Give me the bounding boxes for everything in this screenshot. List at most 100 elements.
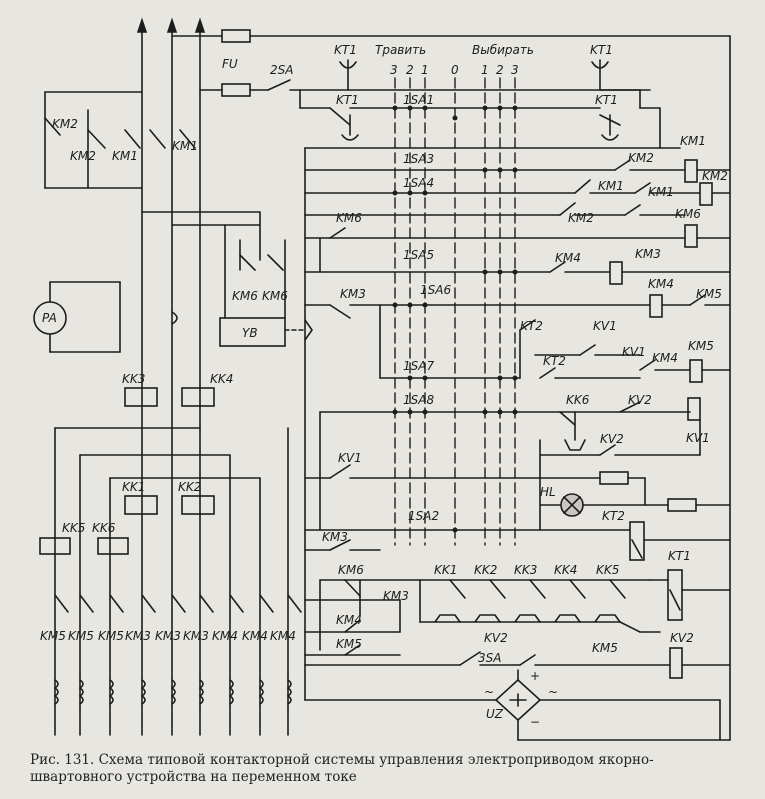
coil-km6: [684, 224, 698, 248]
position-label: 1: [481, 63, 489, 77]
kt2-top-label: KT2: [520, 319, 543, 333]
brake-label: YB: [242, 326, 258, 340]
km6a-label: KM6: [232, 289, 258, 303]
timer-kt1-label-right: KT1: [590, 43, 613, 57]
kv2-row-label: KV2: [484, 631, 508, 645]
km1b-label: KM1: [172, 139, 198, 153]
kv1-contact-label-2: KV1: [622, 345, 646, 359]
kk2-label: KK2: [178, 480, 201, 494]
kk5-label: KK5: [62, 521, 85, 535]
sa3-switch-label: 3SA: [478, 651, 501, 665]
kt2-contact-label: KT2: [543, 354, 566, 368]
motor-contact-label: KM3: [155, 629, 181, 643]
timer-kt1-label-left: KT1: [334, 43, 357, 57]
coil-kv1: [687, 397, 701, 421]
plus-label: +: [530, 669, 540, 683]
kt1-contact-label: KT1: [336, 93, 359, 107]
overload-contact-label: KK2: [474, 563, 497, 577]
overload-contact-label: KK4: [554, 563, 577, 577]
hl-label: HL: [540, 485, 556, 499]
kk1-label: KK1: [122, 480, 145, 494]
km6-row-label: KM6: [338, 563, 364, 577]
km4-contact-label: KM4: [555, 251, 581, 265]
km3-coil-label: KM3: [635, 247, 661, 261]
position-label: 2: [496, 63, 504, 77]
motor-contact-label: KM3: [125, 629, 151, 643]
position-label: 1: [421, 63, 429, 77]
overload-kk4: [181, 387, 215, 407]
motor-contact-label: KM5: [40, 629, 66, 643]
coil-km1: [684, 159, 698, 183]
position-label: 2: [406, 63, 414, 77]
kv1-coil-label: KV1: [686, 431, 710, 445]
motor-contact-label: KM4: [212, 629, 238, 643]
km3-contact-label: KM3: [340, 287, 366, 301]
km4-row-label: KM4: [336, 613, 362, 627]
motor-contact-label: KM3: [183, 629, 209, 643]
kv2-coil-label: KV2: [670, 631, 694, 645]
fuse-top: [221, 29, 251, 43]
km5-contact-label: KM5: [696, 287, 722, 301]
kk3-label: KK3: [122, 372, 145, 386]
switch-2sa-label: 2SA: [270, 63, 293, 77]
kk4-label: KK4: [210, 372, 233, 386]
overload-kk3: [124, 387, 158, 407]
km1-contact-label: KM1: [598, 179, 624, 193]
sa4-label: 1SA4: [403, 176, 434, 190]
sa3-label: 1SA3: [403, 152, 434, 166]
ammeter-label: PA: [42, 311, 57, 325]
km2-coil-label: KM2: [702, 169, 728, 183]
km1-coil-label: KM1: [680, 134, 706, 148]
km6b-label: KM6: [262, 289, 288, 303]
fuse-bottom: [221, 83, 251, 97]
labels: FU 2SA KT1 KT1 Травить Выбирать 3 2 1 0 …: [40, 43, 728, 729]
coil-km3: [609, 261, 623, 285]
motor-contact-label: KM4: [242, 629, 268, 643]
sa2-label: 1SA2: [408, 509, 439, 523]
kv1-contact-label: KV1: [593, 319, 617, 333]
km5-row-label: KM5: [336, 637, 362, 651]
figure-caption: Рис. 131. Схема типовой контакторной сис…: [30, 752, 654, 785]
controller-contact-dots: [392, 105, 518, 533]
motor-contact-label: KM5: [68, 629, 94, 643]
sa7-label: 1SA7: [403, 359, 434, 373]
brake-yb: [219, 317, 286, 347]
motor-contact-label: KM5: [98, 629, 124, 643]
sa8-label: 1SA8: [403, 393, 434, 407]
km2-label: KM2: [70, 149, 96, 163]
kv2-contact-label-2: KV2: [600, 432, 624, 446]
overload-kk6: [97, 537, 129, 555]
km5-bottom-label: KM5: [592, 641, 618, 655]
kt2-coil-label: KT2: [602, 509, 625, 523]
coil-km2: [699, 182, 713, 206]
resistor-bottom: [667, 498, 697, 512]
overload-contact-label: KK1: [434, 563, 457, 577]
motor-contact-label: KM4: [270, 629, 296, 643]
resistor-top: [599, 471, 629, 485]
kt1-coil-label: KT1: [668, 549, 691, 563]
coil-km5: [689, 359, 703, 383]
km2-contact-label-2: KM2: [568, 211, 594, 225]
km4-coil-label: KM4: [648, 277, 674, 291]
position-label: 0: [451, 63, 459, 77]
kt1-contact-label-right: KT1: [595, 93, 618, 107]
minus-label: −: [530, 715, 540, 729]
tilde-left: ~: [484, 685, 494, 699]
km3-row2-label: KM3: [383, 589, 409, 603]
position-label: 3: [511, 63, 519, 77]
hoist-out-label: Травить: [375, 43, 426, 57]
coil-kv2: [669, 647, 683, 679]
kv2-contact-label: KV2: [628, 393, 652, 407]
km3-row-label: KM3: [322, 530, 348, 544]
overload-kk1: [124, 495, 158, 515]
fuse-label: FU: [222, 57, 238, 71]
kv1-row-label: KV1: [338, 451, 362, 465]
km6-coil-label: KM6: [675, 207, 701, 221]
kk6-contact-label: KK6: [566, 393, 590, 407]
km1-contact-label-2: KM1: [648, 185, 674, 199]
km4-contact-label-2: KM4: [652, 351, 678, 365]
overload-contact-label: KK5: [596, 563, 619, 577]
tilde-right: ~: [548, 685, 558, 699]
